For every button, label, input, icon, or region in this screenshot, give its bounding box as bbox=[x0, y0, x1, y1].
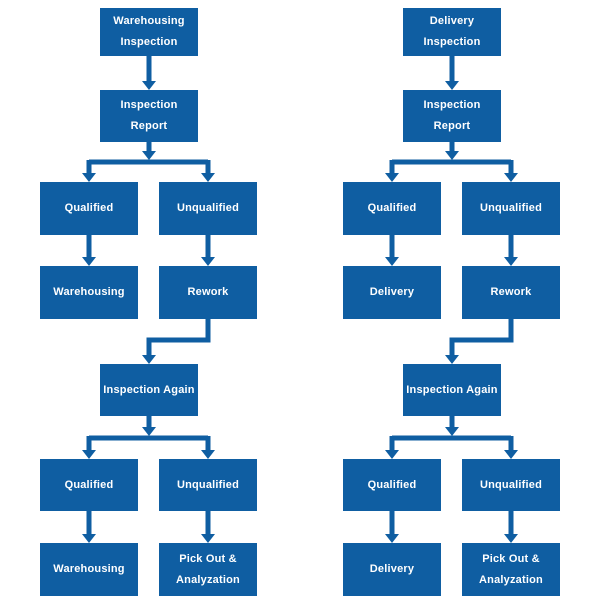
node-label: Inspection Again bbox=[103, 383, 195, 396]
node-label: Unqualified bbox=[479, 478, 543, 491]
arrowhead-bar-to-unqualified1 bbox=[504, 173, 518, 182]
arrowhead-again-to-bar bbox=[142, 427, 156, 436]
arrowhead-report-to-bar bbox=[445, 151, 459, 160]
node-inspection-again: Inspection Again bbox=[100, 364, 198, 416]
node-label: Unqualified bbox=[176, 478, 240, 491]
node-label: Delivery bbox=[369, 563, 415, 575]
node-label: Qualified bbox=[64, 478, 114, 491]
node-pick-out-analyzation: Pick Out & Analyzation bbox=[462, 543, 560, 596]
node-delivery-mid: Delivery bbox=[343, 266, 441, 319]
node-label: Rework bbox=[187, 286, 229, 298]
node-label: Pick Out & Analyzation bbox=[479, 552, 543, 586]
branch-bar-bottom bbox=[389, 435, 514, 450]
node-warehousing-inspection: Warehousing Inspection bbox=[100, 8, 198, 56]
node-qualified-top: Qualified bbox=[343, 182, 441, 235]
node-label: Unqualified bbox=[479, 202, 543, 214]
arrowhead-qualified2-to-pass2 bbox=[385, 534, 399, 543]
flowchart-delivery: Delivery Inspection Inspection Report Qu… bbox=[303, 0, 600, 600]
arrowhead-unqualified1-to-rework bbox=[201, 257, 215, 266]
node-label: Inspection Report bbox=[423, 99, 481, 132]
node-unqualified-top: Unqualified bbox=[462, 182, 560, 235]
arrowhead-qualified1-to-pass1 bbox=[385, 257, 399, 266]
arrowhead-bar-to-qualified2 bbox=[82, 450, 96, 459]
node-label: Warehousing bbox=[53, 286, 125, 298]
arrowhead-unqualified1-to-rework bbox=[504, 257, 518, 266]
node-label: Pick Out & Analyzation bbox=[176, 552, 240, 586]
arrowhead-rework-to-again bbox=[142, 355, 156, 364]
node-inspection-report: Inspection Report bbox=[403, 90, 501, 142]
node-inspection-again: Inspection Again bbox=[403, 364, 501, 416]
node-label: Delivery bbox=[369, 286, 415, 298]
arrowhead-start-to-report bbox=[142, 81, 156, 90]
node-delivery-final: Delivery bbox=[343, 543, 441, 596]
node-label: Rework bbox=[490, 286, 532, 298]
flowchart-warehousing: Warehousing Inspection Inspection Report… bbox=[40, 8, 257, 596]
branch-bar-bottom bbox=[86, 435, 211, 450]
branch-bar-top bbox=[389, 159, 514, 174]
arrowhead-again-to-bar bbox=[445, 427, 459, 436]
node-label: Qualified bbox=[367, 478, 417, 491]
connector-rework-to-again bbox=[449, 319, 514, 356]
arrowhead-qualified2-to-pass2 bbox=[82, 534, 96, 543]
node-label: Warehousing Inspection bbox=[113, 15, 185, 48]
arrowhead-rework-to-again bbox=[445, 355, 459, 364]
arrowhead-bar-to-unqualified2 bbox=[504, 450, 518, 459]
node-warehousing-mid: Warehousing bbox=[40, 266, 138, 319]
node-label: Inspection Report bbox=[120, 99, 178, 132]
node-rework: Rework bbox=[159, 266, 257, 319]
arrowhead-unqualified2-to-pickout bbox=[201, 534, 215, 543]
arrowhead-start-to-report bbox=[445, 81, 459, 90]
arrowhead-bar-to-qualified1 bbox=[385, 173, 399, 182]
arrowhead-bar-to-qualified2 bbox=[385, 450, 399, 459]
branch-bar-top bbox=[86, 159, 211, 174]
arrowhead-bar-to-unqualified2 bbox=[201, 450, 215, 459]
node-qualified-top: Qualified bbox=[40, 182, 138, 235]
node-label: Delivery Inspection bbox=[423, 15, 481, 48]
arrowhead-unqualified2-to-pickout bbox=[504, 534, 518, 543]
node-label: Qualified bbox=[367, 202, 417, 214]
node-pick-out-analyzation: Pick Out & Analyzation bbox=[159, 543, 257, 596]
flowchart-connectors bbox=[82, 56, 215, 543]
node-label: Warehousing bbox=[53, 563, 125, 575]
arrowhead-bar-to-qualified1 bbox=[82, 173, 96, 182]
node-delivery-inspection: Delivery Inspection bbox=[403, 8, 501, 56]
node-warehousing-final: Warehousing bbox=[40, 543, 138, 596]
flowchart-connectors bbox=[385, 56, 518, 543]
node-inspection-report: Inspection Report bbox=[100, 90, 198, 142]
arrowhead-report-to-bar bbox=[142, 151, 156, 160]
node-label: Qualified bbox=[64, 202, 114, 214]
node-unqualified-bottom: Unqualified bbox=[462, 459, 560, 511]
arrowhead-qualified1-to-pass1 bbox=[82, 257, 96, 266]
node-label: Inspection Again bbox=[406, 383, 498, 396]
node-unqualified-top: Unqualified bbox=[159, 182, 257, 235]
node-unqualified-bottom: Unqualified bbox=[159, 459, 257, 511]
arrowhead-bar-to-unqualified1 bbox=[201, 173, 215, 182]
node-qualified-bottom: Qualified bbox=[343, 459, 441, 511]
node-label: Unqualified bbox=[176, 202, 240, 214]
node-qualified-bottom: Qualified bbox=[40, 459, 138, 511]
connector-rework-to-again bbox=[146, 319, 211, 356]
node-rework: Rework bbox=[462, 266, 560, 319]
